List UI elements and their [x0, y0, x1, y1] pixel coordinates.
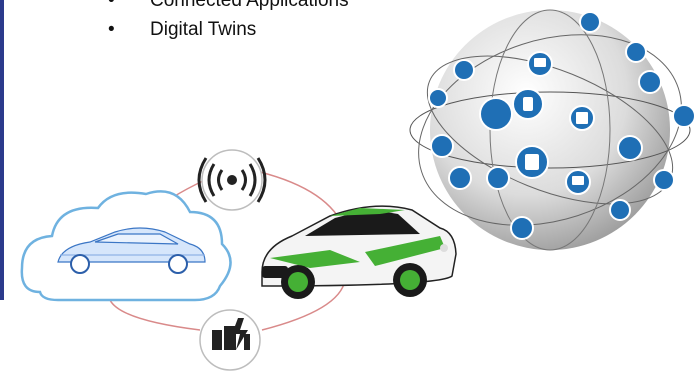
- globe-node-icon: [617, 135, 643, 161]
- globe-graphic: [409, 9, 696, 251]
- ev-charging-icon: [199, 309, 261, 371]
- globe-node-icon: [430, 134, 454, 158]
- bullet-list: Connected Applications Digital Twins: [108, 0, 349, 44]
- bullet-item: Connected Applications: [108, 0, 349, 15]
- globe-node-icon: [479, 97, 513, 131]
- wireframe-car: [57, 227, 206, 274]
- link-line: [109, 299, 201, 331]
- globe-node-icon: [609, 199, 631, 221]
- iot-globe-icon: [400, 0, 699, 260]
- left-accent-rule: [0, 0, 4, 300]
- globe-node-icon: [428, 88, 448, 108]
- wireless-signal-icon: [197, 149, 267, 211]
- cloud-twin: [20, 190, 232, 302]
- globe-node-icon: [453, 59, 475, 81]
- globe-node-icon: [579, 11, 601, 33]
- link-line: [261, 279, 346, 331]
- globe-node-icon: [625, 41, 647, 63]
- globe-node-icon: [653, 169, 675, 191]
- globe-node-icon: [672, 104, 696, 128]
- globe-node-icon: [638, 70, 662, 94]
- globe-node-icon: [510, 216, 534, 240]
- globe-node-icon: [486, 166, 510, 190]
- rally-car: [261, 205, 457, 299]
- globe-node-icon: [448, 166, 472, 190]
- bullet-item: Digital Twins: [108, 15, 349, 44]
